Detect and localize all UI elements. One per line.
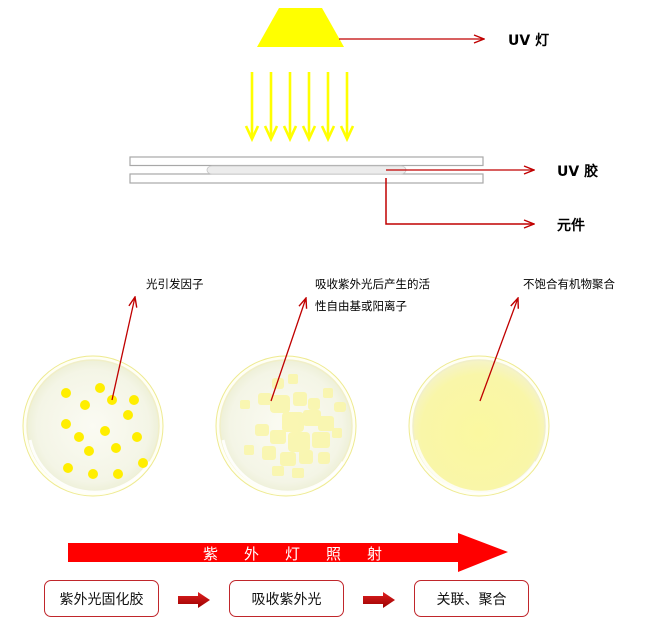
banner-char: 外 [244,545,260,563]
component-label: 元件 [557,218,585,234]
banner-char: 灯 [285,545,301,563]
step-label: 吸收紫外光 [251,591,322,608]
top-plate [129,156,484,167]
uv-lamp-label: UV 灯 [508,33,550,49]
uv-glue-label: UV 胶 [557,164,599,180]
petri-dish-radicals [215,355,357,497]
banner-char: 照 [326,545,342,563]
note-arrow-2 [270,298,306,402]
note-polymerization: 不饱合有机物聚合 [523,273,615,295]
note-line: 吸收紫外光后产生的活 [315,277,430,291]
petri-dish-polymerized [408,355,550,497]
banner-char: 紫 [203,545,219,563]
step-label: 紫外光固化胶 [59,591,144,608]
note-line: 性自由基或阳离子 [315,299,407,313]
step-box-uv-curing-glue: 紫外光固化胶 [44,580,159,617]
step-label: 关联、聚合 [436,591,507,608]
note-line: 不饱合有机物聚合 [523,277,615,291]
note-radicals: 吸收紫外光后产生的活 性自由基或阳离子 [315,273,430,317]
note-photoinitiator: 光引发因子 [146,273,204,295]
uv-rays-icon [244,72,355,143]
step-box-absorb-uv: 吸收紫外光 [229,580,344,617]
banner-char: 射 [367,545,383,563]
note-arrow-1 [111,297,135,401]
photoinitiator-dots [61,383,148,479]
step-arrow-1 [178,592,210,608]
note-line: 光引发因子 [146,277,204,291]
uv-glue-layer [206,165,407,175]
step-box-crosslink-polymerize: 关联、聚合 [414,580,529,617]
step-arrow-2 [363,592,395,608]
uv-lamp-icon [257,8,344,47]
uv-irradiation-banner-arrow [68,533,508,572]
note-arrow-3 [479,298,518,402]
component-leader-arrow [385,178,534,224]
bottom-plate [129,173,484,184]
reacting-patches [240,374,346,478]
petri-dish-initiator [22,355,164,497]
